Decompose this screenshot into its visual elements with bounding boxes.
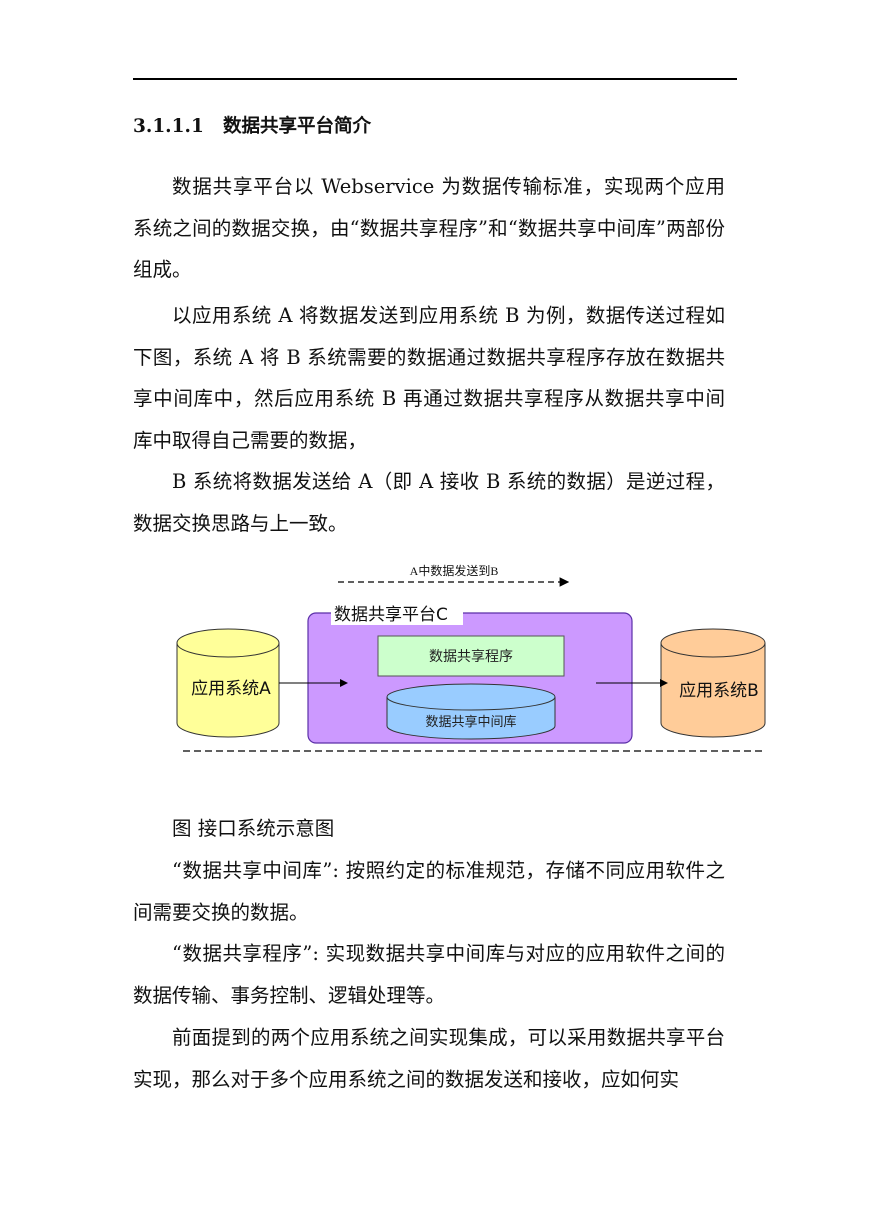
system-b-cylinder [660, 628, 766, 738]
system-a-label: 应用系统A [191, 679, 271, 699]
paragraph-multi-system: 前面提到的两个应用系统之间实现集成，可以采用数据共享平台实现，那么对于多个应用系… [133, 1026, 725, 1091]
middle-db-label: 数据共享中间库 [425, 714, 516, 730]
interface-system-diagram: A中数据发送到B 数据共享平台C 数据共享程序 数据共享中间库 应用系统A 应用… [176, 563, 766, 752]
platform-label-bg [331, 600, 463, 625]
section-number: 3.1.1.1 [133, 116, 204, 137]
paragraph-example: 以应用系统 A 将数据发送到应用系统 B 为例，数据传送过程如下图，系统 A 将… [133, 304, 725, 452]
system-a-cylinder [176, 628, 280, 738]
definition-middle-db: “数据共享中间库”: 按照约定的标准规范，存储不同应用软件之间需要交换的数据。 [133, 859, 725, 924]
system-b-label: 应用系统B [679, 681, 759, 701]
platform-label: 数据共享平台C [334, 605, 448, 625]
program-label: 数据共享程序 [429, 648, 513, 665]
figure-caption: 图 接口系统示意图 [172, 817, 335, 840]
top-arrow-label: A中数据发送到B [410, 563, 499, 578]
paragraph-reverse: B 系统将数据发送给 A（即 A 接收 B 系统的数据）是逆过程，数据交换思路与… [133, 470, 725, 535]
paragraph-intro: 数据共享平台以 Webservice 为数据传输标准，实现两个应用系统之间的数据… [133, 175, 725, 281]
middle-db-cylinder [386, 683, 556, 740]
section-heading: 3.1.1.1 数据共享平台简介 [133, 113, 371, 141]
definition-program: “数据共享程序”: 实现数据共享中间库与对应的应用软件之间的数据传输、事务控制、… [133, 942, 725, 1007]
program-box [377, 635, 565, 677]
header-rule [133, 78, 737, 80]
section-title: 数据共享平台简介 [223, 116, 372, 137]
